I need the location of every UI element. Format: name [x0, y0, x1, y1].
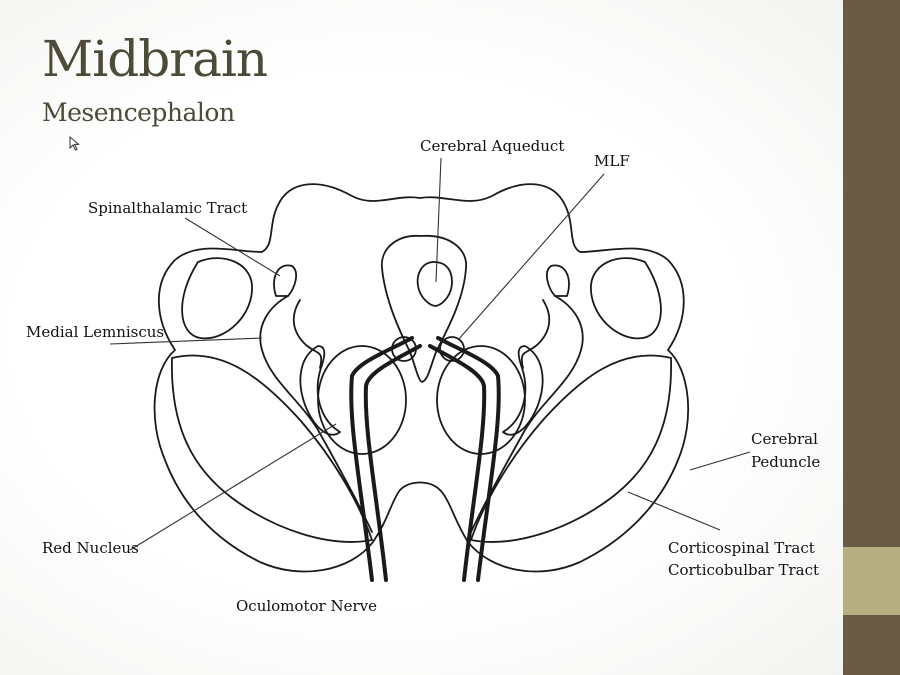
- left-lemniscus-band: [292, 299, 323, 369]
- leader-mlf: [457, 173, 605, 341]
- left-cerebral-peduncle: [171, 354, 373, 543]
- left-tegmental-band: [259, 295, 373, 533]
- periaqueductal-gray: [381, 235, 467, 383]
- right-lateral-lobe: [590, 257, 662, 340]
- label-cerebral-peduncle-2: Peduncle: [751, 453, 820, 471]
- oculomotor-fiber-right-inner: [428, 344, 487, 582]
- leader-cerebral-peduncle: [689, 451, 751, 471]
- label-mlf: MLF: [594, 152, 630, 170]
- slide-subtitle: Mesencephalon: [42, 98, 235, 127]
- right-substantia-nigra: [502, 345, 544, 436]
- label-cerebral-peduncle-1: Cerebral: [751, 430, 818, 448]
- label-spinalthalamic-tract: Spinalthalamic Tract: [88, 199, 247, 217]
- leader-cerebral-aqueduct: [435, 157, 442, 283]
- oculomotor-fiber-left-inner: [363, 344, 422, 582]
- leader-spinalthalamic: [184, 217, 281, 277]
- left-substantia-nigra: [299, 345, 341, 436]
- midbrain-outline: [153, 183, 690, 573]
- leader-medial-lemniscus: [109, 337, 263, 345]
- label-medial-lemniscus: Medial Lemniscus: [26, 323, 164, 341]
- right-tegmental-band: [470, 295, 584, 533]
- oculomotor-fiber-right-outer: [436, 336, 501, 582]
- label-red-nucleus: Red Nucleus: [42, 539, 139, 557]
- label-corticobulbar-tract: Corticobulbar Tract: [668, 561, 819, 579]
- sidebar-accent-block: [843, 547, 900, 615]
- label-cerebral-aqueduct: Cerebral Aqueduct: [420, 137, 564, 155]
- cerebral-aqueduct-shape: [416, 261, 453, 307]
- mouse-pointer-icon: [69, 136, 80, 151]
- left-lateral-lobe: [181, 257, 253, 340]
- oculomotor-fiber-left-outer: [349, 336, 414, 582]
- leader-red-nucleus: [129, 423, 337, 551]
- slide-title: Midbrain: [42, 30, 268, 88]
- label-oculomotor-nerve: Oculomotor Nerve: [236, 597, 377, 615]
- right-lemniscus-band: [520, 299, 551, 369]
- label-corticospinal-tract: Corticospinal Tract: [668, 539, 815, 557]
- right-spinothalamic-region: [546, 264, 570, 297]
- left-red-nucleus: [317, 345, 407, 455]
- midbrain-diagram: Cerebral Aqueduct MLF Spinalthalamic Tra…: [26, 137, 820, 615]
- left-spinothalamic-region: [273, 264, 297, 297]
- leader-corticospinal: [627, 491, 721, 531]
- right-cerebral-peduncle: [470, 354, 672, 543]
- slide-canvas: [0, 0, 843, 675]
